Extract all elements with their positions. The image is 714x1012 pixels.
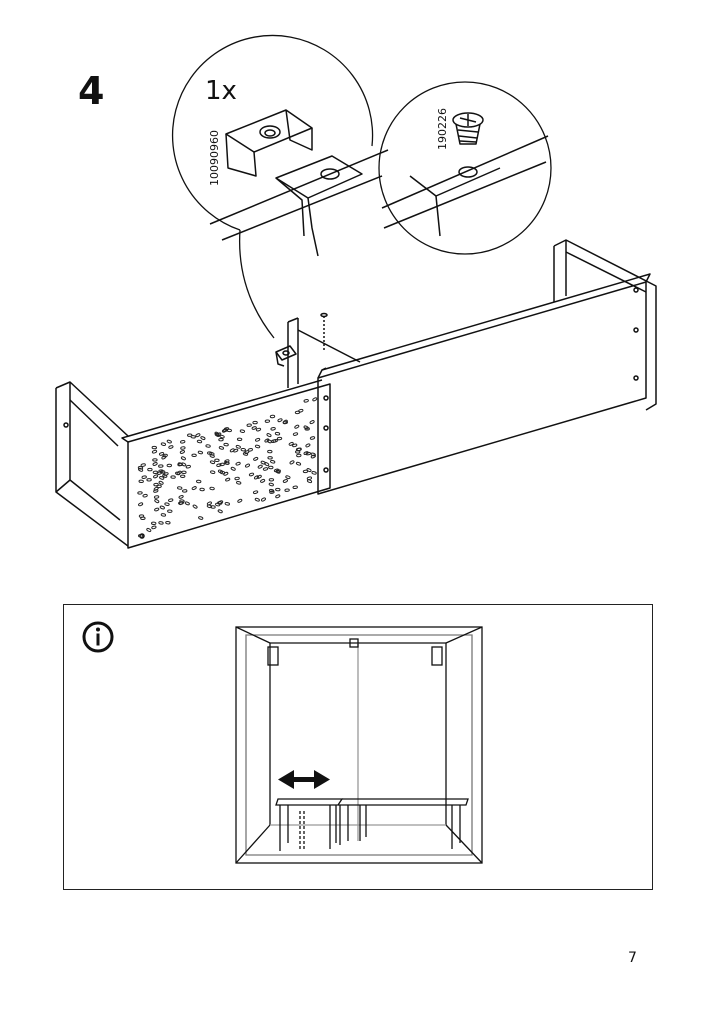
- screw-detail-circle: [378, 81, 552, 255]
- perforation-pattern: [137, 397, 318, 538]
- quantity-label: 1x: [205, 76, 237, 106]
- bracket-part-code: 10090960: [208, 130, 221, 186]
- assembly-illustration: [55, 34, 657, 549]
- page-number: 7: [628, 950, 637, 966]
- screw-part-code: 190226: [436, 108, 449, 150]
- step-number: 4: [78, 69, 105, 113]
- bracket-detail-circle: [171, 34, 389, 339]
- double-arrow-icon: [278, 770, 330, 789]
- info-box: [63, 604, 653, 890]
- info-circle-icon: [82, 621, 114, 653]
- cabinet-illustration: [235, 626, 483, 864]
